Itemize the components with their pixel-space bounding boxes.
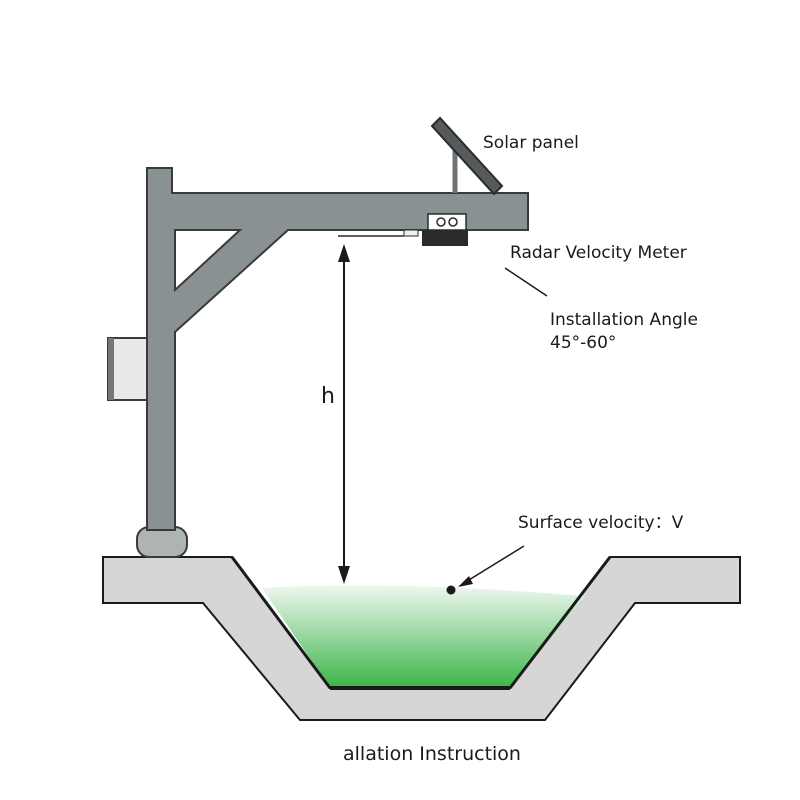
solar-panel-label: Solar panel	[483, 133, 579, 153]
velocity-arrow-line	[463, 545, 525, 584]
water-surface	[262, 585, 585, 688]
height-arrow-head-bottom	[338, 566, 350, 584]
pole-base	[136, 526, 188, 558]
height-arrow-head-top	[338, 244, 350, 262]
installation-angle-label: Installation Angle	[550, 310, 698, 330]
channel-left-wall	[230, 556, 332, 689]
support-frame	[146, 167, 529, 531]
solar-panel	[430, 116, 504, 196]
control-box-edge	[108, 338, 114, 400]
velocity-arrow-head	[458, 576, 473, 587]
installation-angle-value: 45°-60°	[550, 333, 616, 353]
caption: allation Instruction	[343, 743, 521, 765]
channel-right-wall	[508, 556, 612, 689]
radar-lens-icon	[436, 217, 446, 227]
radar-meter-bracket	[403, 229, 419, 237]
height-label: h	[321, 384, 335, 409]
velocity-point	[446, 585, 456, 595]
radar-meter-label: Radar Velocity Meter	[510, 243, 687, 263]
surface-velocity-label: Surface velocity：V	[518, 513, 684, 533]
angle-indicator-line	[504, 267, 548, 297]
radar-lens-icon	[448, 217, 458, 227]
radar-meter-top	[427, 213, 467, 231]
radar-meter-body	[422, 230, 468, 246]
